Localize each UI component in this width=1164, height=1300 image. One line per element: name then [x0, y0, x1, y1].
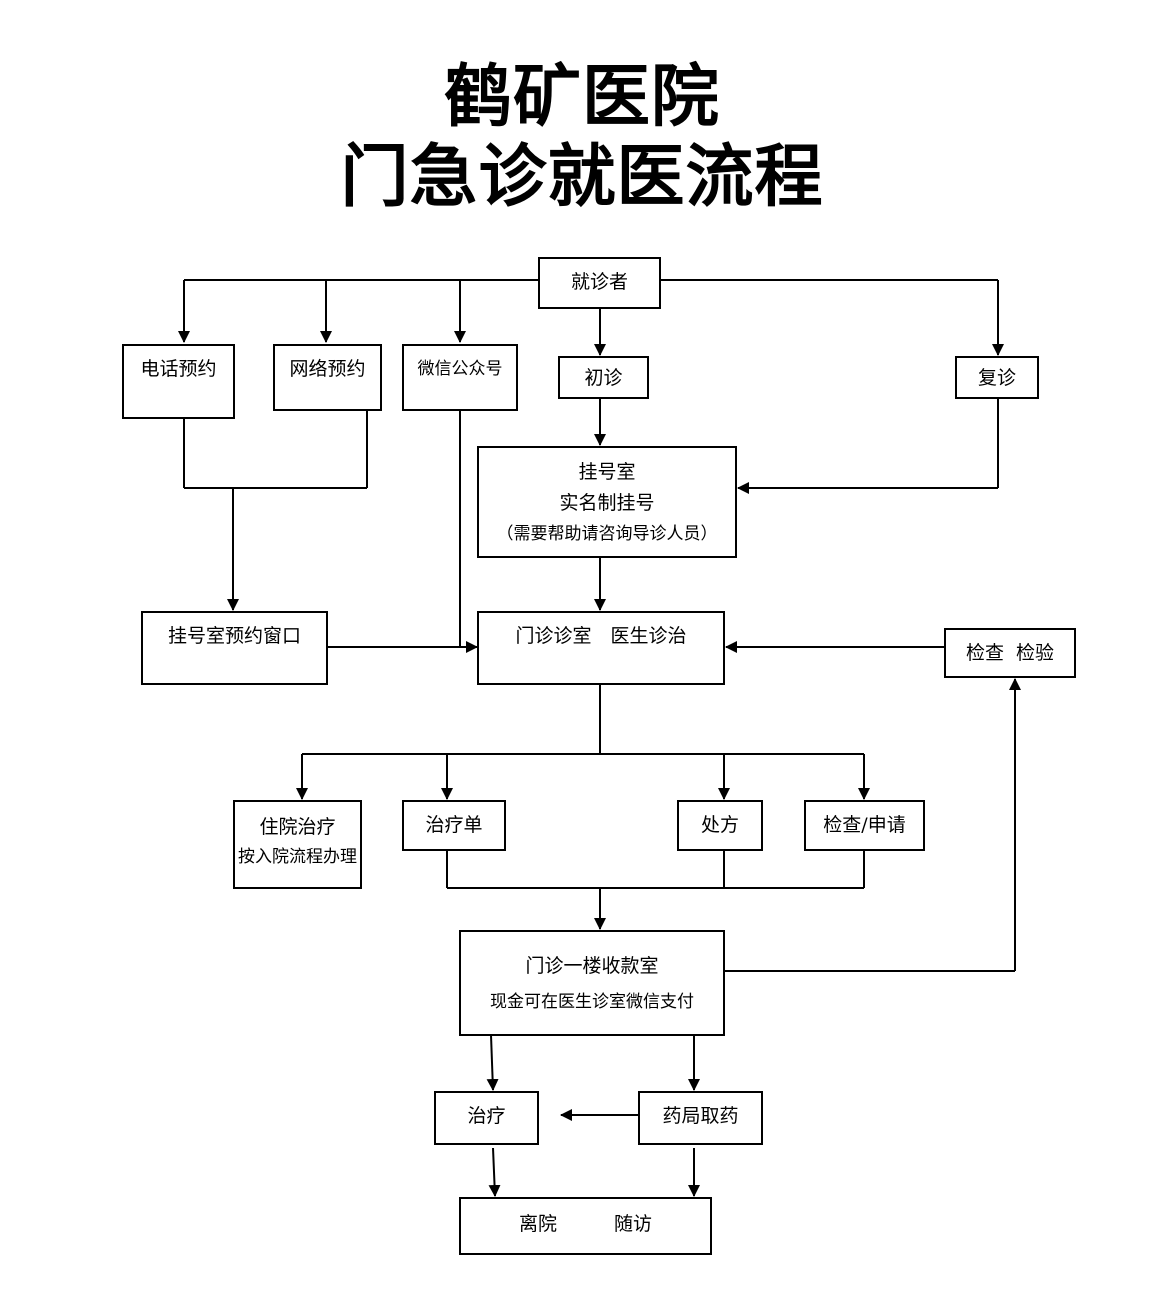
cashier-box: 门诊一楼收款室 现金可在医生诊室微信支付: [459, 930, 725, 1036]
patient-box: 就诊者: [538, 257, 661, 309]
treatment-order-box: 治疗单: [402, 800, 506, 851]
first-visit-box: 初诊: [558, 356, 649, 399]
cashier-title: 门诊一楼收款室: [525, 955, 659, 977]
patient-label: 就诊者: [570, 271, 628, 293]
clinic-label: 门诊诊室 医生诊治: [515, 625, 687, 647]
phone-appointment-label: 电话预约: [140, 358, 217, 380]
wechat-account-box: 微信公众号: [402, 344, 518, 411]
exam-request-box: 检查/申请: [804, 800, 925, 851]
exam-lab-label: 检查 检验: [965, 642, 1055, 664]
title-process: 门急诊就医流程: [340, 138, 824, 217]
discharge-followup-label: 离院 随访: [518, 1213, 652, 1235]
registration-help: （需要帮助请咨询导诊人员）: [496, 524, 718, 544]
prescription-label: 处方: [700, 814, 739, 836]
appointment-window-box: 挂号室预约窗口: [141, 611, 328, 685]
treatment-box: 治疗: [434, 1091, 539, 1145]
first-visit-label: 初诊: [584, 367, 623, 389]
hospitalization-title: 住院治疗: [259, 816, 336, 838]
title-hospital: 鹤矿医院: [443, 58, 720, 137]
pharmacy-box: 药局取药: [638, 1091, 763, 1145]
prescription-box: 处方: [677, 800, 763, 851]
registration-title: 挂号室: [578, 461, 636, 483]
exam-request-label: 检查/申请: [823, 814, 906, 836]
treatment-label: 治疗: [467, 1105, 506, 1127]
registration-box: 挂号室 实名制挂号 （需要帮助请咨询导诊人员）: [477, 446, 737, 558]
hospitalization-box: 住院治疗 按入院流程办理: [233, 800, 362, 889]
treatment-order-label: 治疗单: [425, 814, 483, 836]
hospitalization-note: 按入院流程办理: [238, 847, 357, 867]
clinic-box: 门诊诊室 医生诊治: [477, 611, 725, 685]
phone-appointment-box: 电话预约: [122, 344, 235, 419]
discharge-followup-box: 离院 随访: [459, 1197, 712, 1255]
appointment-window-label: 挂号室预约窗口: [167, 625, 301, 647]
registration-realname: 实名制挂号: [559, 492, 655, 514]
revisit-label: 复诊: [977, 367, 1016, 389]
online-appointment-box: 网络预约: [273, 344, 382, 411]
online-appointment-label: 网络预约: [289, 358, 366, 380]
wechat-account-label: 微信公众号: [417, 359, 503, 379]
exam-lab-box: 检查 检验: [944, 628, 1076, 678]
pharmacy-label: 药局取药: [662, 1105, 739, 1127]
cashier-wechat-pay: 现金可在医生诊室微信支付: [490, 992, 694, 1012]
revisit-box: 复诊: [955, 356, 1039, 399]
